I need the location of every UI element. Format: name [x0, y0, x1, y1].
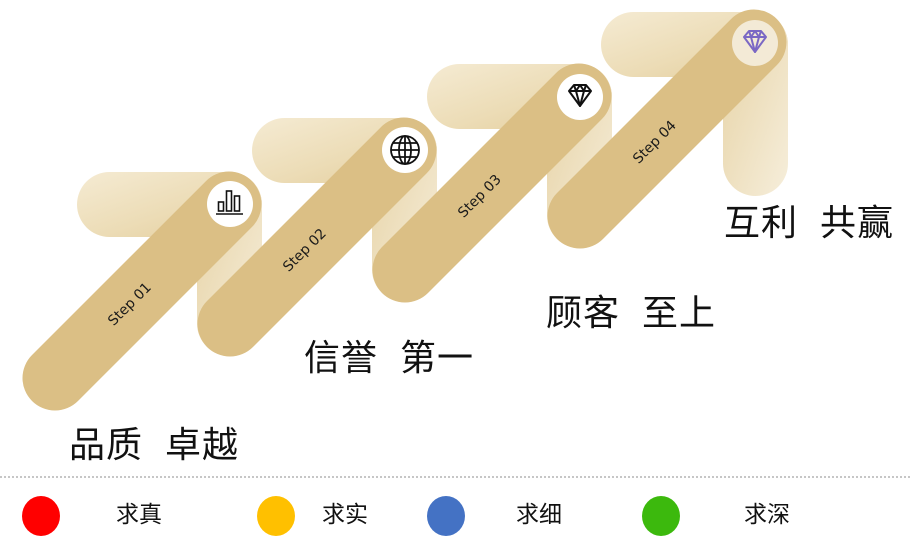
step-02-headline: 信誉第一 — [304, 341, 474, 377]
step-03-title-b: 至上 — [642, 293, 717, 334]
step-03-diagonal-band — [372, 63, 612, 303]
step-02-title-a: 信誉 — [304, 338, 379, 379]
step-04-title-a: 互利 — [724, 203, 799, 244]
legend-label-2: 求实 — [322, 502, 368, 528]
step-04-ribbon: Step 04 — [547, 9, 788, 249]
step-01-title-b: 卓越 — [165, 425, 240, 466]
step-03-headline: 顾客至上 — [546, 296, 716, 332]
legend-label-4: 求深 — [744, 502, 790, 528]
step-03-icon-circle — [557, 74, 603, 120]
legend-label-1: 求真 — [116, 502, 162, 528]
bar-chart-icon — [216, 190, 243, 215]
legend-dot-yellow — [257, 496, 295, 536]
step-01-title-a: 品质 — [69, 425, 144, 466]
dotted-divider — [0, 476, 910, 478]
step-01-diagonal-band — [22, 171, 262, 411]
step-04-icon-circle — [732, 20, 778, 66]
step-02-title-b: 第一 — [400, 338, 475, 379]
step-01-icon-circle — [207, 181, 253, 227]
globe-icon — [390, 135, 420, 165]
legend-dot-blue — [427, 496, 465, 536]
legend-dot-green — [642, 496, 680, 536]
legend-dot-red — [22, 496, 60, 536]
step-04-diagonal-band — [547, 9, 787, 249]
diamond-icon — [743, 30, 767, 53]
step-04-headline: 互利共赢 — [724, 206, 894, 242]
step-02-ribbon: Step 02 — [197, 117, 437, 357]
step-01-headline: 品质卓越 — [69, 428, 239, 464]
step-04-title-b: 共赢 — [820, 203, 895, 244]
step-02-diagonal-band — [197, 117, 437, 357]
legend-label-3: 求细 — [516, 502, 562, 528]
step-03-title-a: 顾客 — [546, 293, 621, 334]
diamond-icon — [568, 84, 592, 107]
